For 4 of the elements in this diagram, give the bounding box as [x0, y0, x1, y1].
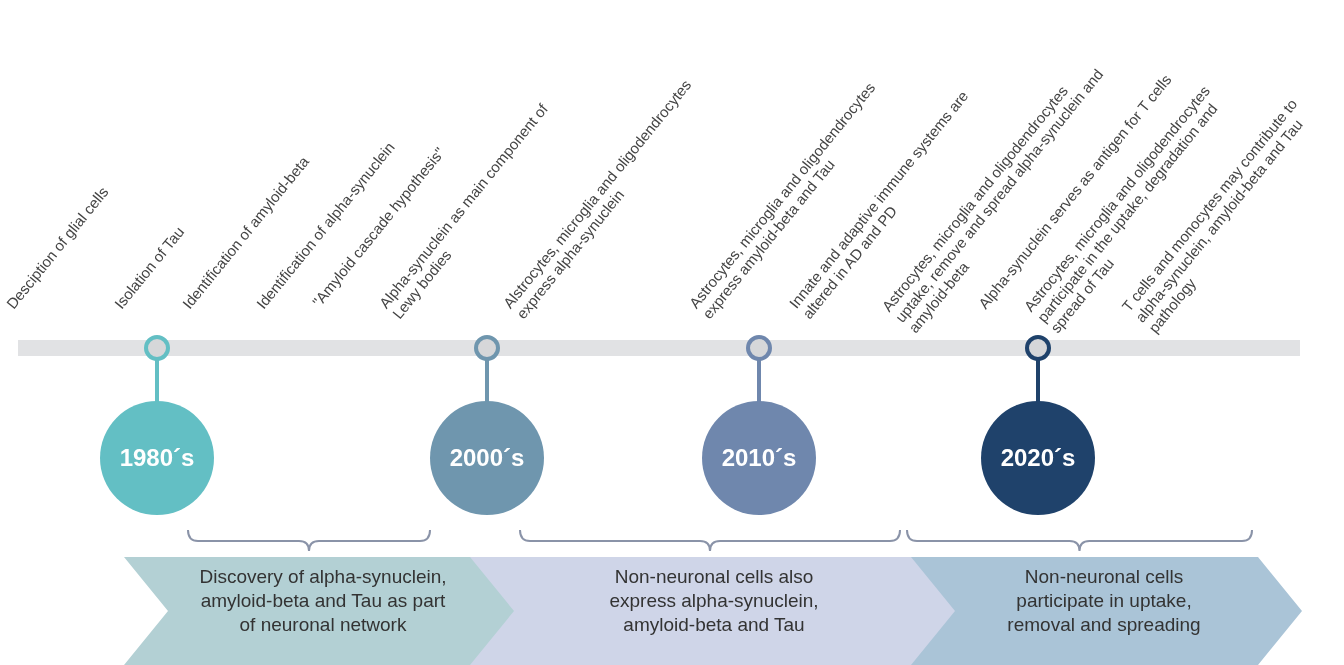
year-circle: 2010´s: [702, 401, 816, 515]
year-circle: 1980´s: [100, 401, 214, 515]
year-circle: 2020´s: [981, 401, 1095, 515]
year-circle: 2000´s: [430, 401, 544, 515]
